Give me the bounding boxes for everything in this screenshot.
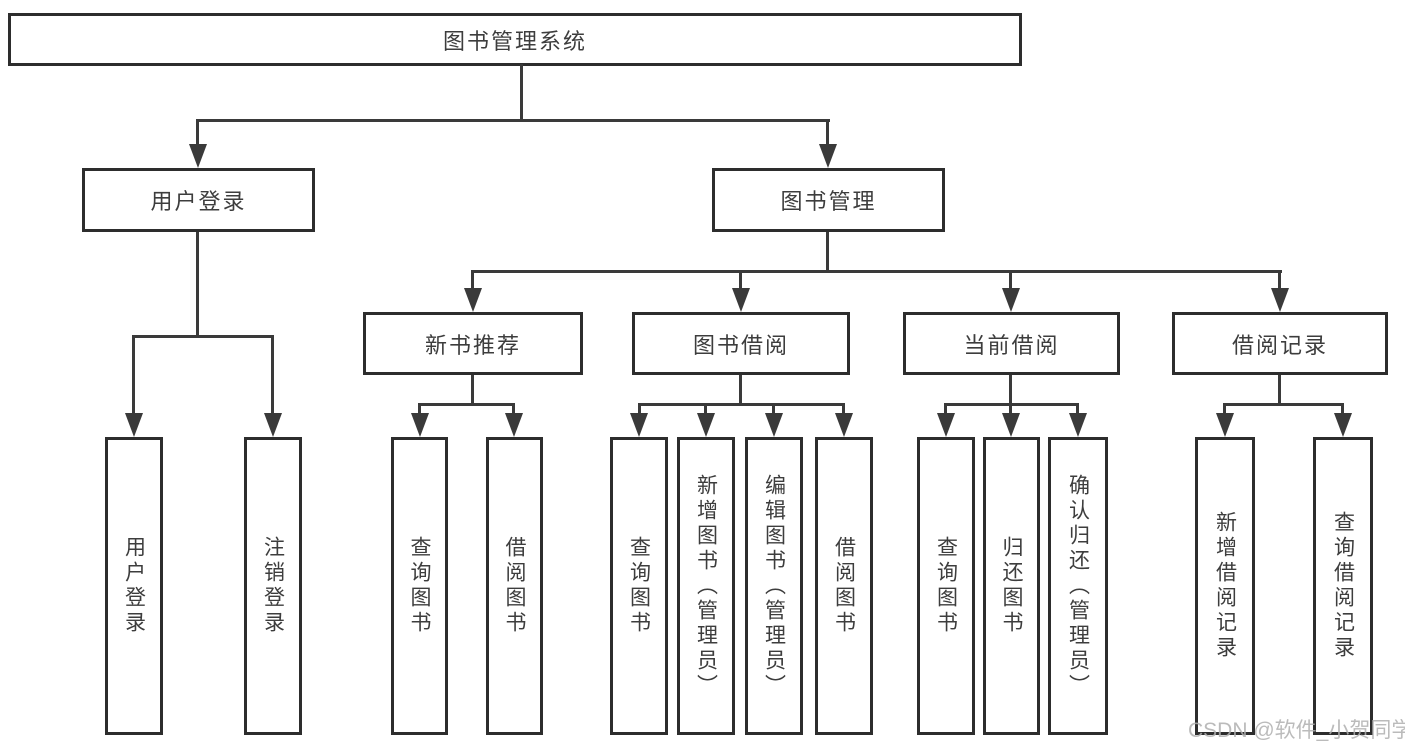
connector-drop-book-borrow [739, 270, 742, 291]
node-user-login: 用户登录 [82, 168, 315, 232]
connector-drop-leaf [1223, 403, 1226, 417]
leaf-add-borrow-record-label: 新增借阅记录 [1213, 511, 1237, 661]
connector-drop-current-borrow [1009, 270, 1012, 291]
connector-drop-leaf [418, 403, 421, 417]
arrow-down-icon [1002, 288, 1020, 312]
leaf-return-books-label: 归还图书 [1000, 536, 1024, 636]
connector-drop-leaf [944, 403, 947, 417]
connector-drop-leaf [1009, 403, 1012, 417]
connector-book-borrow-branch [638, 403, 845, 406]
connector-drop-leaf [704, 403, 707, 417]
leaf-query-books-3: 查询图书 [917, 437, 975, 735]
leaf-borrow-books-2-label: 借阅图书 [832, 536, 856, 636]
arrow-down-icon [1334, 413, 1352, 437]
leaf-add-books-admin: 新增图书（管理员） [677, 437, 735, 735]
leaf-query-books-1: 查询图书 [391, 437, 448, 735]
node-book-borrow-label: 图书借阅 [692, 332, 789, 358]
leaf-query-borrow-record: 查询借阅记录 [1313, 437, 1373, 735]
node-book-borrow: 图书借阅 [632, 312, 850, 375]
connector-drop-leaf [132, 335, 135, 417]
leaf-query-books-2: 查询图书 [610, 437, 668, 735]
connector-current-borrow-stem [1009, 375, 1012, 406]
connector-user-login-branch [132, 335, 274, 338]
connector-book-mgmt-stem [826, 232, 829, 273]
connector-book-mgmt-branch [471, 270, 1282, 273]
connector-new-books-branch [418, 403, 515, 406]
arrow-down-icon [937, 413, 955, 437]
arrow-down-icon [125, 413, 143, 437]
connector-book-borrow-stem [739, 375, 742, 406]
leaf-logout: 注销登录 [244, 437, 302, 735]
connector-drop-new-books [471, 270, 474, 291]
connector-drop-leaf [1076, 403, 1079, 417]
arrow-down-icon [697, 413, 715, 437]
connector-new-books-stem [471, 375, 474, 406]
arrow-down-icon [505, 413, 523, 437]
arrow-down-icon [630, 413, 648, 437]
leaf-add-borrow-record: 新增借阅记录 [1195, 437, 1255, 735]
arrow-down-icon [1069, 413, 1087, 437]
arrow-down-icon [835, 413, 853, 437]
node-book-mgmt: 图书管理 [712, 168, 945, 232]
leaf-edit-books-admin-label: 编辑图书（管理员） [762, 473, 786, 699]
leaf-borrow-books-1-label: 借阅图书 [503, 536, 527, 636]
leaf-user-login: 用户登录 [105, 437, 163, 735]
connector-drop-book-mgmt [826, 119, 829, 148]
arrow-down-icon [264, 413, 282, 437]
connector-borrow-records-stem [1278, 375, 1281, 406]
node-root: 图书管理系统 [8, 13, 1022, 66]
connector-borrow-records-branch [1223, 403, 1344, 406]
leaf-add-books-admin-label: 新增图书（管理员） [694, 473, 718, 699]
leaf-query-borrow-record-label: 查询借阅记录 [1331, 511, 1355, 661]
arrow-down-icon [1002, 413, 1020, 437]
watermark: CSDN @软件_小贺同学 [1188, 719, 1405, 742]
connector-drop-leaf [271, 335, 274, 417]
leaf-confirm-return-admin-label: 确认归还（管理员） [1066, 473, 1090, 699]
connector-drop-leaf [1341, 403, 1344, 417]
leaf-logout-label: 注销登录 [261, 536, 285, 636]
leaf-query-books-3-label: 查询图书 [934, 536, 958, 636]
node-book-mgmt-label: 图书管理 [780, 189, 877, 214]
leaf-query-books-2-label: 查询图书 [627, 536, 651, 636]
arrow-down-icon [765, 413, 783, 437]
node-current-borrow-label: 当前借阅 [963, 332, 1060, 358]
connector-drop-leaf [512, 403, 515, 417]
node-root-label: 图书管理系统 [442, 28, 587, 54]
arrow-down-icon [411, 413, 429, 437]
leaf-borrow-books-1: 借阅图书 [486, 437, 543, 735]
leaf-borrow-books-2: 借阅图书 [815, 437, 873, 735]
arrow-down-icon [1271, 288, 1289, 312]
connector-drop-user-login [196, 119, 199, 148]
node-current-borrow: 当前借阅 [903, 312, 1120, 375]
leaf-user-login-label: 用户登录 [122, 536, 146, 636]
arrow-down-icon [189, 144, 207, 168]
connector-drop-leaf [842, 403, 845, 417]
arrow-down-icon [1216, 413, 1234, 437]
node-user-login-label: 用户登录 [150, 189, 247, 214]
leaf-edit-books-admin: 编辑图书（管理员） [745, 437, 803, 735]
connector-drop-borrow-records [1278, 270, 1281, 291]
connector-root-branch [196, 119, 830, 122]
node-new-books-label: 新书推荐 [424, 332, 521, 358]
arrow-down-icon [732, 288, 750, 312]
node-borrow-records: 借阅记录 [1172, 312, 1388, 375]
arrow-down-icon [464, 288, 482, 312]
connector-root-stem [520, 64, 523, 121]
arrow-down-icon [819, 144, 837, 168]
node-new-books: 新书推荐 [363, 312, 583, 375]
leaf-return-books: 归还图书 [983, 437, 1040, 735]
node-borrow-records-label: 借阅记录 [1231, 332, 1328, 358]
connector-drop-leaf [638, 403, 641, 417]
leaf-query-books-1-label: 查询图书 [408, 536, 432, 636]
connector-user-login-stem [196, 232, 199, 338]
connector-drop-leaf [772, 403, 775, 417]
leaf-confirm-return-admin: 确认归还（管理员） [1048, 437, 1108, 735]
